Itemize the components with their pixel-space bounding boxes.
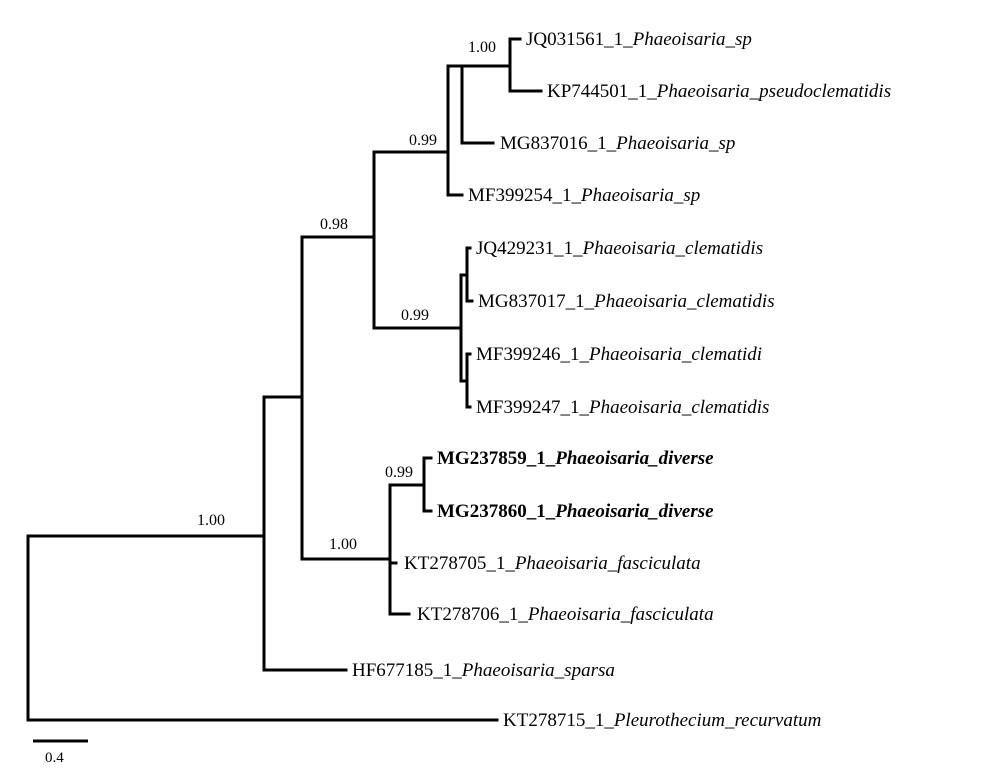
taxon-label: KT278706_1_Phaeoisaria_fasciculata [417,604,714,625]
scale-bar-label: 0.4 [45,750,64,766]
support-value: 0.99 [401,307,429,324]
taxon-label-highlighted: MG237860_1_Phaeoisaria_diverse [437,501,714,522]
support-value: 1.00 [468,39,496,56]
taxon-label: KT278705_1_Phaeoisaria_fasciculata [404,553,701,574]
taxon-label-highlighted: MG237859_1_Phaeoisaria_diverse [437,448,714,469]
taxon-label: MF399254_1_Phaeoisaria_sp [468,185,700,206]
taxon-label: JQ031561_1_Phaeoisaria_sp [526,29,752,50]
taxon-labels: JQ031561_1_Phaeoisaria_sp KP744501_1_Pha… [352,29,891,731]
scale-bar: 0.4 [33,739,88,766]
tree-branches [26,37,543,722]
taxon-label: MF399247_1_Phaeoisaria_clematidis [476,397,769,418]
taxon-label: MG837017_1_Phaeoisaria_clematidis [478,291,775,312]
taxon-label: HF677185_1_Phaeoisaria_sparsa [352,660,615,681]
taxon-label: JQ429231_1_Phaeoisaria_clematidis [476,238,763,259]
support-value: 0.99 [385,464,413,481]
support-value: 0.98 [320,216,348,233]
taxon-label: KP744501_1_Phaeoisaria_pseudoclematidis [547,81,891,102]
support-value: 0.99 [409,132,437,149]
support-value: 1.00 [197,512,225,529]
taxon-label: MF399246_1_Phaeoisaria_clematidi [476,344,762,365]
support-value: 1.00 [329,536,357,553]
taxon-label: KT278715_1_Pleurothecium_recurvatum [503,710,821,731]
taxon-label: MG837016_1_Phaeoisaria_sp [500,133,735,154]
support-values: 1.00 0.99 0.98 0.99 0.99 1.00 1.00 [197,39,496,553]
